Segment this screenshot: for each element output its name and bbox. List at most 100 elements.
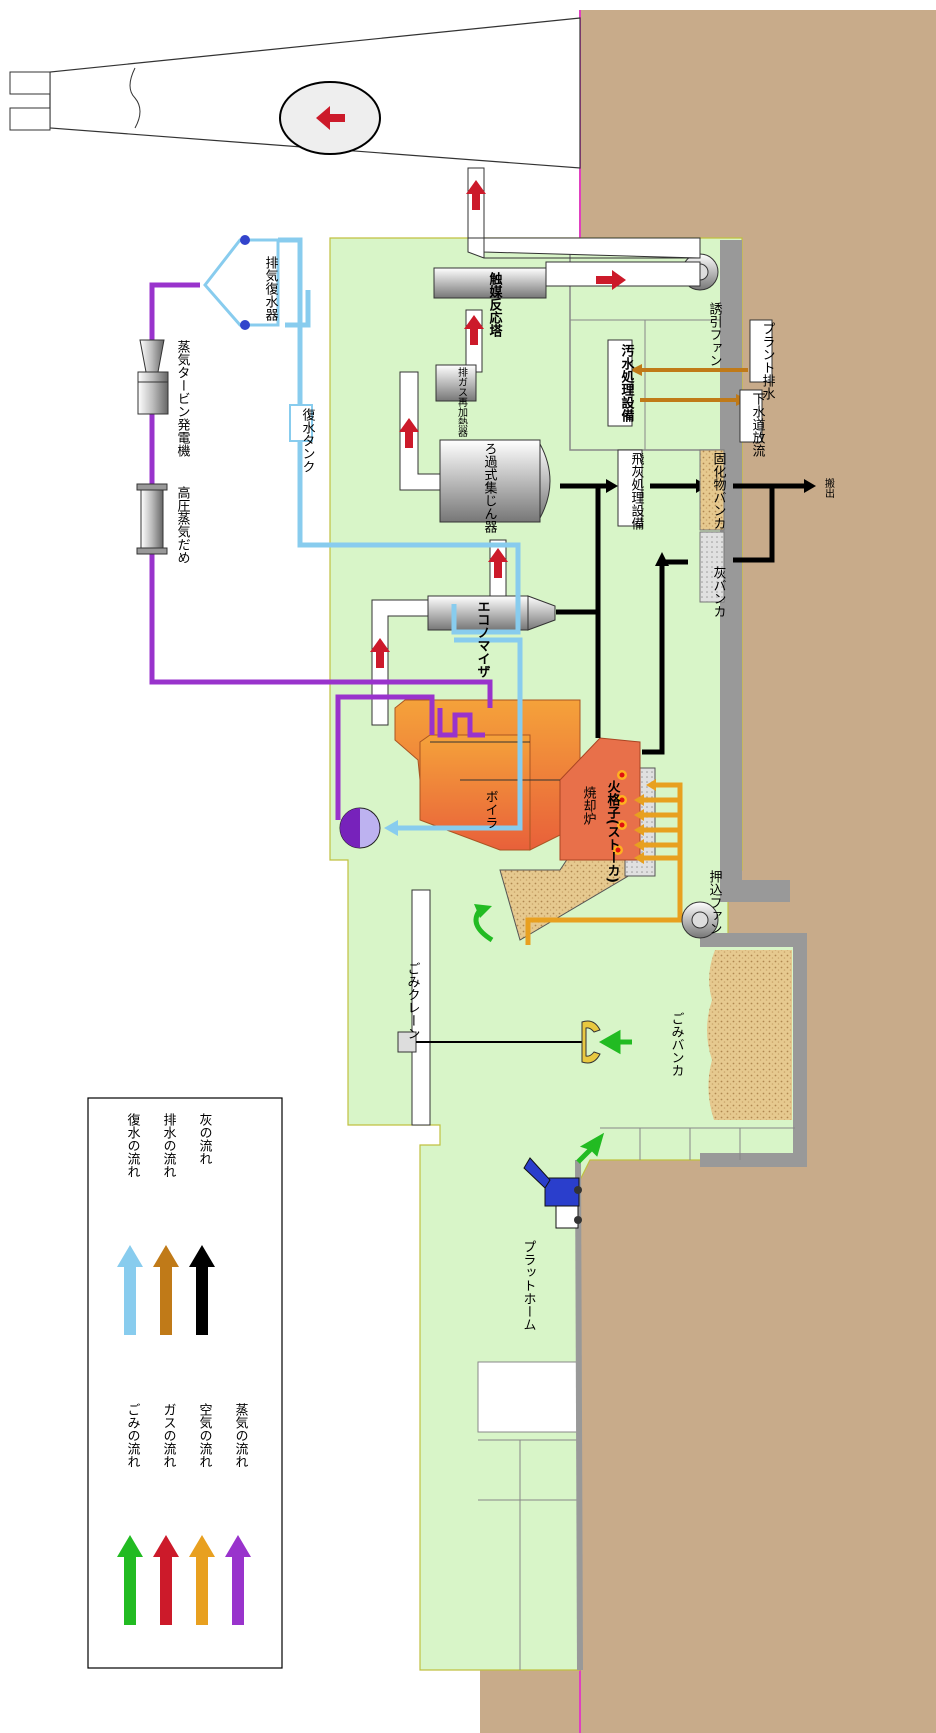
bag-filter [439, 439, 551, 523]
legend-arrow [153, 1535, 179, 1625]
truck-tipper [523, 1157, 551, 1189]
label-bag-filter: ろ過式集じん器 [482, 442, 498, 534]
drain-flow [640, 368, 748, 402]
flames [613, 770, 627, 855]
condenser-fan-bottom [240, 320, 250, 330]
label-boiler: ボイラ [483, 790, 498, 829]
turbine-generator [137, 339, 169, 415]
platform-wall [575, 1159, 583, 1671]
chimney [9, 17, 581, 169]
flame-core-1 [619, 772, 625, 778]
ash-bunker-out-2 [733, 486, 775, 563]
condensate-condenser-tank [278, 237, 303, 405]
label-refuse-crane: ごみクレーン [405, 962, 420, 1040]
bag-filter-body [439, 439, 541, 523]
steam-flow [149, 282, 493, 820]
legend-label: 復水の流れ [125, 1112, 141, 1178]
ash-arrowhead-ashbunker [655, 552, 669, 566]
label-induced-draft-fan: 誘引ファン [707, 302, 723, 367]
label-condensate-tank: 復水タンク [300, 407, 316, 473]
label-ash-bunker: 灰バンカ [711, 566, 727, 618]
drain-arrowhead-1 [630, 364, 642, 376]
truck-body [544, 1177, 580, 1207]
wastewater-treatment-box [607, 339, 633, 427]
steam-header-flange-bottom [136, 547, 168, 555]
gas-arrow-4 [464, 315, 484, 345]
gas-arrow-6 [596, 270, 626, 290]
steam-drum [339, 807, 381, 849]
gas-arrows [370, 180, 626, 668]
crane-grab [581, 1020, 601, 1064]
legend: ごみの流れガスの流れ空気の流れ蒸気の流れ復水の流れ排水の流れ灰の流れ [87, 1097, 283, 1669]
label-exhaust-condenser: 排気復水器 [263, 256, 279, 322]
condensate-tank-economizer [297, 440, 521, 635]
steam-main-line [149, 282, 493, 708]
drain-room-divider [570, 319, 720, 450]
label-high-pressure-steam-header: 高圧蒸気だめ [175, 485, 191, 564]
plant-drain-box [749, 319, 773, 383]
building-inner-wall [569, 240, 720, 451]
steam-header-cylinder [140, 487, 164, 551]
condenser-frame [203, 238, 280, 327]
sewer-box [739, 389, 763, 443]
label-fly-ash-treatment: 飛灰処理設備 [629, 452, 645, 530]
air-arrowhead-6 [634, 852, 644, 864]
turbine-coupling [137, 371, 169, 383]
bunker-floor-grid [600, 1127, 795, 1160]
label-steam-turbine-generator: 蒸気タービン発電機 [175, 340, 191, 457]
platform-lower-room [477, 1361, 579, 1433]
legend-arrow [153, 1245, 179, 1335]
air-duct-grate [654, 782, 683, 860]
gas-arrow-5 [466, 180, 486, 210]
legend-label: 排水の流れ [161, 1113, 177, 1178]
air-arrowhead-3 [634, 809, 644, 821]
label-solidified-bunker: 固化物バンカ [711, 452, 727, 530]
condensate-flow [278, 237, 523, 831]
condenser-fan-top [240, 235, 250, 245]
exhaust-condenser [203, 235, 280, 330]
refuse-arrow-hopper-head [474, 904, 492, 918]
gas-arrow-3 [399, 418, 419, 448]
label-refuse-bunker: ごみバンカ [669, 1012, 685, 1077]
legend-label: 蒸気の流れ [233, 1403, 249, 1468]
ash-arrowhead-flyash [606, 479, 618, 493]
diagram-labels: 蒸気タービン発電機 高圧蒸気だめ 排気復水器 復水タンク 触媒反応塔 排ガス再加… [175, 256, 835, 1331]
foundation-wall-lower [720, 880, 790, 902]
ash-bunker-box [699, 531, 725, 603]
economizer-cone [527, 595, 556, 631]
platform-bottom-grid [478, 1439, 578, 1670]
legend-arrow [225, 1535, 251, 1625]
refuse-pile [707, 950, 792, 1120]
legend-arrow [189, 1245, 215, 1335]
condensate-arrowhead [384, 820, 398, 836]
flame-core-4 [615, 847, 621, 853]
steam-superheater-coil [437, 708, 485, 738]
duct-catalyst-fan [545, 261, 701, 287]
legend-label: ガスの流れ [161, 1403, 177, 1468]
air-arrowhead-2 [634, 794, 644, 806]
refuse-bunker-wall [700, 933, 807, 1167]
duct-fan-chimney-top [467, 167, 701, 259]
boiler-unit [394, 699, 641, 861]
label-economizer: エコノマイザ [475, 600, 491, 678]
ash-arrowhead-out [804, 479, 816, 493]
label-forced-draft-fan: 押込ファン [707, 870, 723, 935]
chimney-top-lower [9, 107, 51, 131]
truck-wheel-2 [574, 1216, 582, 1224]
refuse-crane [397, 889, 601, 1126]
label-grate: 火格子(ストーカ) [605, 780, 621, 883]
legend-label: ごみの流れ [125, 1403, 141, 1468]
catalytic-reactor [433, 267, 547, 299]
label-catalytic-reactor: 触媒反応塔 [487, 271, 504, 337]
generator-body [137, 381, 169, 415]
exhaust-gas-reheater [435, 364, 477, 402]
label-exhaust-gas-reheater: 排ガス再加熱器 [456, 366, 468, 438]
fly-ash-box [617, 449, 643, 527]
solidified-bunker-box [699, 449, 725, 531]
legend-arrow [117, 1535, 143, 1625]
legend-arrow [117, 1245, 143, 1335]
label-carry-out: 搬出 [823, 477, 835, 498]
legend-label: 空気の流れ [197, 1403, 213, 1468]
collection-truck [523, 1157, 582, 1229]
